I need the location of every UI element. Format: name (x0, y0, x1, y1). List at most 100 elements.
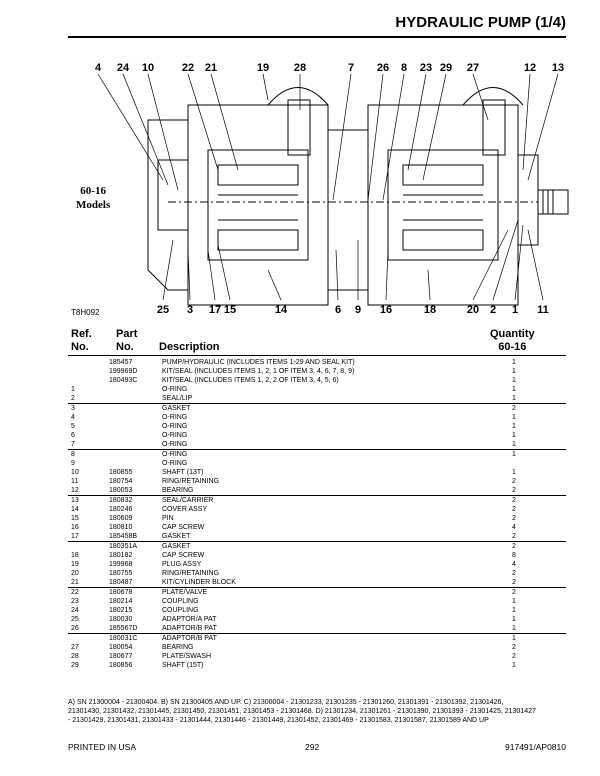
footer-printed: PRINTED IN USA (68, 742, 137, 752)
ref-cell: 11 (71, 478, 79, 485)
ref-cell: 20 (71, 570, 79, 577)
ref-cell: 22 (68, 587, 109, 597)
callout-number: 7 (348, 62, 354, 74)
description-cell: SEAL/LIP (162, 395, 193, 402)
quantity-cell: 8 (512, 552, 516, 559)
description-cell: O-RING (162, 441, 188, 448)
quantity-cell: 2 (512, 653, 516, 660)
part-number-cell (109, 385, 162, 394)
serial-notes: A) SN 21300004 - 21300404. B) SN 2130040… (68, 698, 568, 725)
center-housing (327, 129, 369, 291)
part-number-cell: 180755 (109, 570, 133, 577)
callout-number: 21 (205, 62, 217, 74)
quantity-cell: 1 (512, 395, 516, 402)
figure-id: T8H092 (71, 308, 100, 317)
callout-number: 23 (420, 62, 432, 74)
front-pump-body (187, 104, 329, 306)
part-number-cell (109, 394, 162, 404)
note-line: 21301430, 21301432, 21301445, 21301450, … (68, 708, 536, 715)
front-swash-dome (267, 87, 329, 106)
part-number-cell: 180754 (109, 478, 133, 485)
models-label-line1: 60-16 (80, 185, 106, 197)
ref-cell: 14 (71, 506, 79, 513)
ref-cell: 4 (71, 414, 75, 421)
models-label-line2: Models (76, 199, 111, 211)
ref-cell: 5 (71, 423, 75, 430)
description-cell: BEARING (162, 487, 194, 494)
header-part-line1: Part (116, 328, 138, 340)
quantity-cell: 1 (512, 607, 516, 614)
callout-number: 17 (209, 304, 221, 316)
description-cell: KIT/SEAL (INCLUDES ITEMS 1, 2, 1 OF ITEM… (162, 368, 355, 375)
quantity-cell: 2 (462, 403, 566, 413)
description-cell: O-RING (162, 460, 188, 467)
quantity-cell: 4 (512, 524, 516, 531)
part-number-cell: 180487 (109, 579, 133, 586)
part-number-cell (109, 440, 162, 450)
description-cell: KIT/SEAL (INCLUDES ITEMS 1, 2, 2 OF ITEM… (162, 377, 339, 384)
callout-number: 10 (142, 62, 154, 74)
doc-number: 917491/AP0810 (505, 742, 566, 752)
part-number-cell (109, 459, 162, 468)
header-ref: Ref. No. (71, 328, 92, 354)
callout-number: 29 (440, 62, 452, 74)
header-part: Part No. (116, 328, 137, 354)
header-ref-line1: Ref. (71, 328, 92, 340)
ref-cell (68, 358, 109, 367)
quantity-cell: 1 (512, 432, 516, 439)
callout-number: 25 (157, 304, 169, 316)
models-label: 60-16 Models (76, 184, 110, 212)
ref-cell: 25 (71, 616, 79, 623)
ref-cell: 21 (71, 579, 79, 586)
description-cell: KIT/CYLINDER BLOCK (162, 579, 236, 586)
quantity-cell: 2 (512, 533, 516, 540)
part-number-cell: 180182 (109, 552, 133, 559)
ref-cell: 17 (71, 533, 79, 540)
ref-cell: 2 (71, 395, 75, 402)
description-cell: GASKET (162, 541, 462, 551)
quantity-cell: 1 (512, 414, 516, 421)
quantity-cell: 1 (512, 662, 516, 669)
description-cell: RING/RETAINING (162, 478, 220, 485)
description-cell: COUPLING (162, 598, 199, 605)
quantity-cell: 1 (512, 441, 516, 448)
quantity-cell: 1 (512, 616, 516, 623)
callout-number: 3 (187, 304, 193, 316)
part-number-cell: 185567D (109, 625, 138, 632)
callout-number: 16 (380, 304, 392, 316)
ref-cell (68, 376, 109, 385)
part-number-cell: 180855 (109, 469, 133, 476)
quantity-cell: 2 (512, 506, 516, 513)
ref-cell: 28 (71, 653, 79, 660)
callout-number: 22 (182, 62, 194, 74)
page-number: 292 (305, 742, 320, 752)
description-cell: SHAFT (13T) (162, 469, 204, 476)
ref-cell: 6 (71, 432, 75, 439)
adaptor-outline (147, 119, 189, 291)
part-number-cell: 180351A (109, 541, 162, 551)
part-number-cell: 180810 (109, 524, 133, 531)
description-cell: O-RING (162, 449, 462, 459)
front-cylinder-block (207, 149, 309, 261)
callout-number: 12 (524, 62, 536, 74)
part-number-cell (109, 449, 162, 459)
callout-number: 8 (401, 62, 407, 74)
quantity-cell: 1 (512, 423, 516, 430)
description-cell: COUPLING (162, 607, 199, 614)
